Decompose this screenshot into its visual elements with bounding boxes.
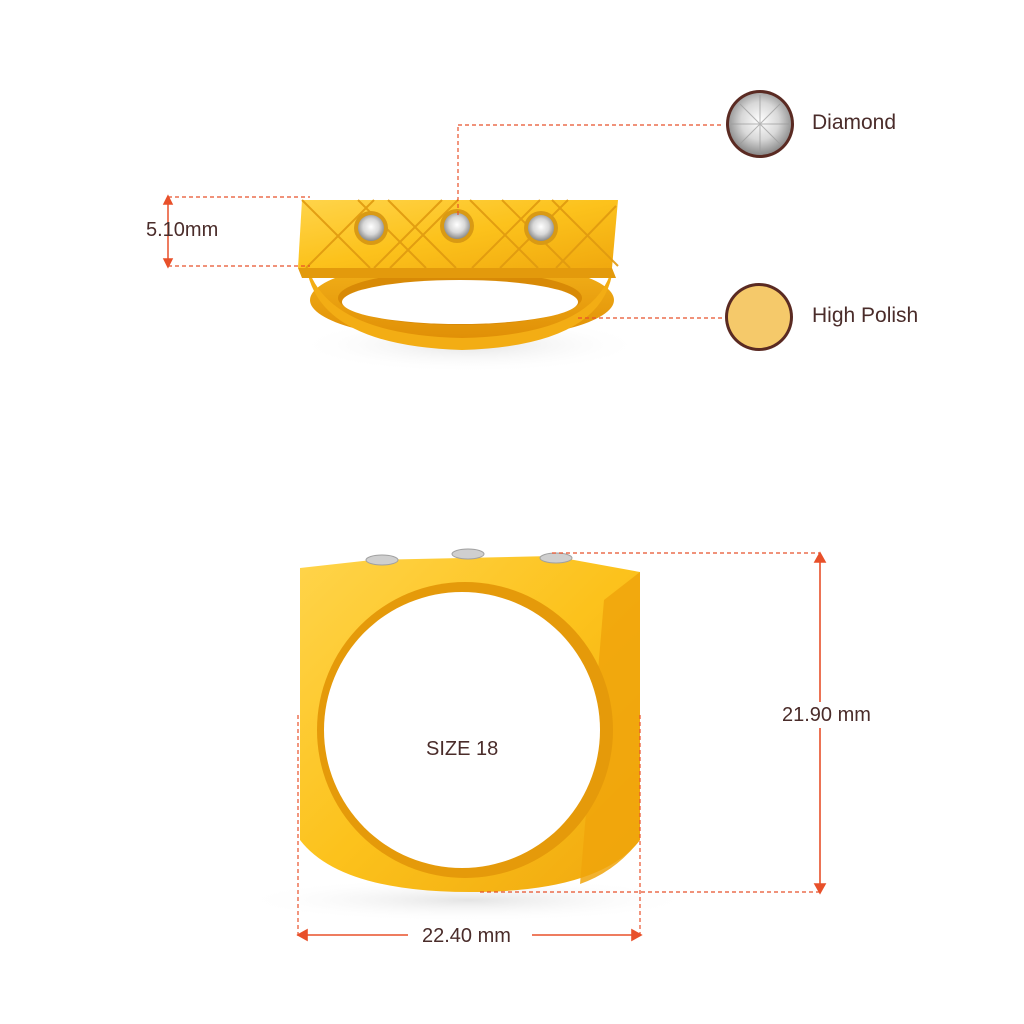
ring-top-view <box>295 199 645 373</box>
diamond-swatch-icon <box>726 90 794 158</box>
top-diamonds <box>354 209 558 245</box>
front-leader-lines <box>297 552 820 936</box>
band-height-arrow <box>162 194 174 269</box>
gold-swatch-icon <box>725 283 793 351</box>
band-height-label: 5.10mm <box>146 219 219 241</box>
top-leader-lines <box>168 124 724 319</box>
ring-width-label: 22.40 mm <box>416 924 517 948</box>
ring-height-arrow <box>813 551 827 895</box>
legend-label-diamond: Diamond <box>812 111 897 134</box>
legend-label-high-polish: High Polish <box>812 304 919 327</box>
ring-front-view <box>238 548 698 922</box>
ring-size-label: SIZE 18 <box>426 738 499 760</box>
ring-height-label: 21.90 mm <box>776 703 877 727</box>
ring-width-arrow <box>296 928 643 942</box>
